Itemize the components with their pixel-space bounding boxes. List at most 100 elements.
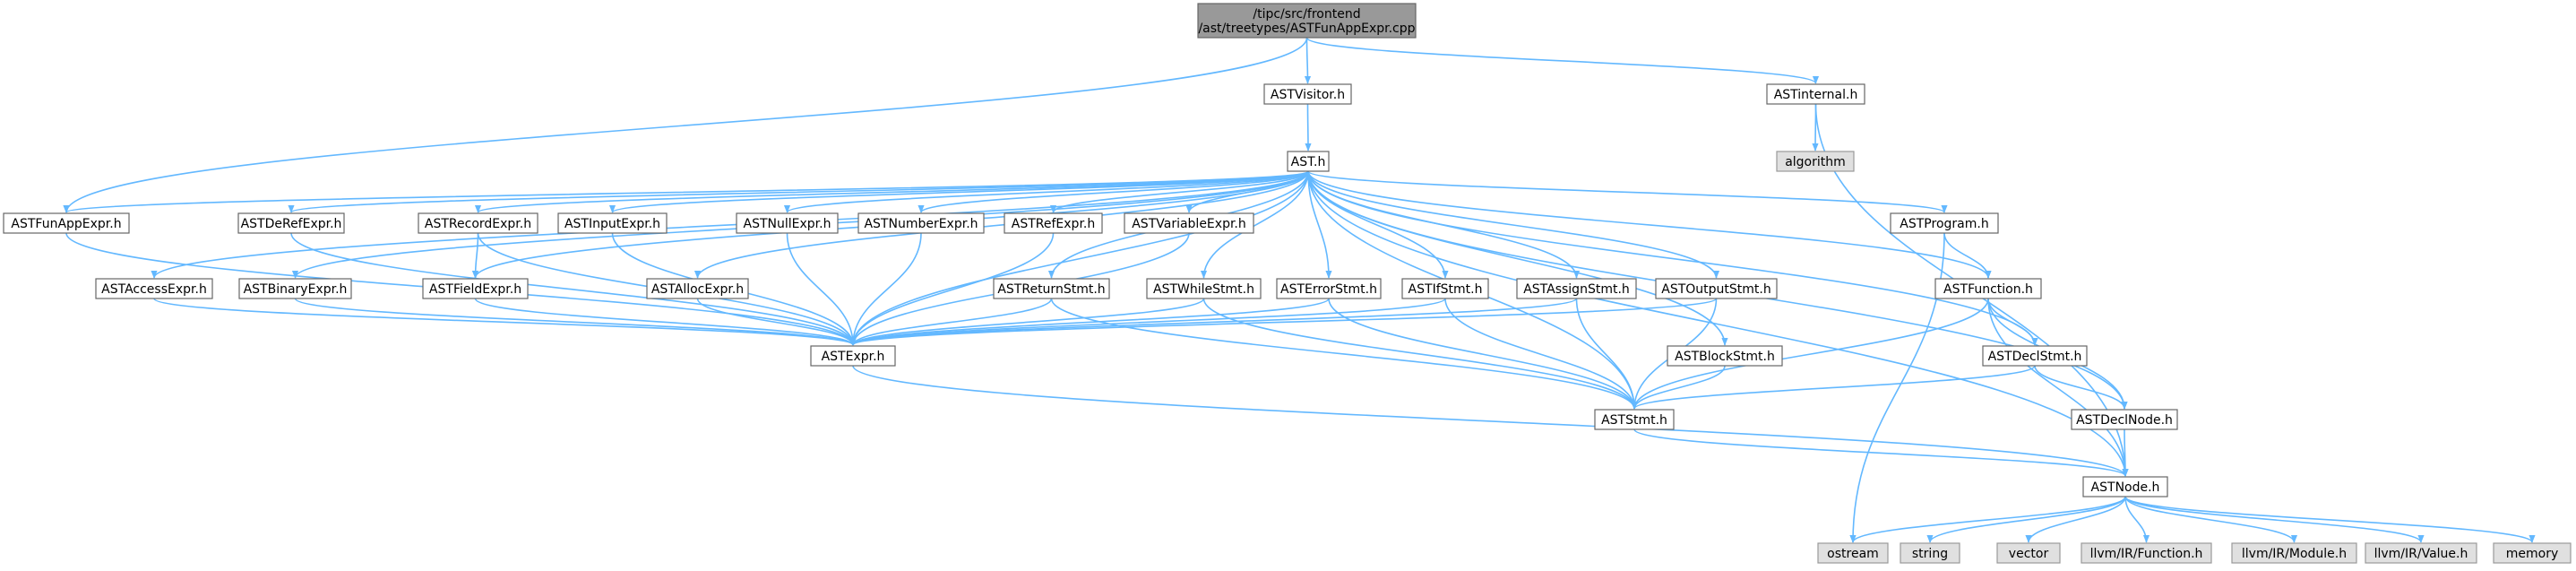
node-ast-return-stmt[interactable]: ASTReturnStmt.h <box>993 278 1110 299</box>
node-label: ASTNumberExpr.h <box>864 217 978 231</box>
node-ast-access-expr[interactable]: ASTAccessExpr.h <box>95 278 213 299</box>
node-box <box>3 212 130 234</box>
node-box <box>993 278 1110 299</box>
node-label: llvm/IR/Value.h <box>2374 547 2468 561</box>
node-ast-fun-app-expr[interactable]: ASTFunAppExpr.h <box>3 212 130 234</box>
node-ast-error-stmt[interactable]: ASTErrorStmt.h <box>1276 278 1382 299</box>
node-label: /tipc/src/frontend <box>1253 7 1360 22</box>
node-box <box>557 212 668 234</box>
node-ast-while-stmt[interactable]: ASTWhileStmt.h <box>1146 278 1262 299</box>
node-box <box>1655 278 1778 299</box>
node-box <box>2081 542 2212 564</box>
node-box <box>1287 151 1330 172</box>
edge-ast-to-ast-decl-stmt <box>1307 170 2038 346</box>
node-label: algorithm <box>1785 155 1846 169</box>
node-label: ASTFunAppExpr.h <box>11 217 121 231</box>
node-llvm-value: llvm/IR/Value.h <box>2365 542 2477 564</box>
node-box <box>422 278 529 299</box>
node-ast-ref-expr[interactable]: ASTRefExpr.h <box>1004 212 1103 234</box>
node-label: ASTinternal.h <box>1774 88 1858 102</box>
node-ast-block-stmt[interactable]: ASTBlockStmt.h <box>1667 345 1783 367</box>
node-ast-if-stmt[interactable]: ASTIfStmt.h <box>1401 278 1489 299</box>
edge-ast-field-expr-to-ast-expr <box>474 298 857 346</box>
edge-ast-node-to-string <box>1926 496 2126 543</box>
node-ast-output-stmt[interactable]: ASTOutputStmt.h <box>1655 278 1778 299</box>
node-ast-input-expr[interactable]: ASTInputExpr.h <box>557 212 668 234</box>
node-ast-null-expr[interactable]: ASTNullExpr.h <box>736 212 839 234</box>
edge-ast-number-expr-to-ast-expr <box>849 232 922 346</box>
node-label: AST.h <box>1291 155 1326 169</box>
node-ast-record-expr[interactable]: ASTRecordExpr.h <box>418 212 538 234</box>
node-box <box>2071 409 2178 430</box>
node-ast-alloc-expr[interactable]: ASTAllocExpr.h <box>646 278 749 299</box>
node-box <box>1667 345 1783 367</box>
node-box <box>1594 409 1675 430</box>
edge-ast-to-ast-de-ref-expr <box>288 170 1309 213</box>
node-ast-de-ref-expr[interactable]: ASTDeRefExpr.h <box>237 212 345 234</box>
edge-ast-to-ast-if-stmt <box>1307 170 1449 279</box>
node-ast-function[interactable]: ASTFunction.h <box>1934 278 2042 299</box>
node-label: ASTOutputStmt.h <box>1661 282 1770 297</box>
edge-ast-to-ast-function <box>1307 170 1992 279</box>
edge-ast-to-ast-program <box>1307 170 1948 213</box>
edge-ast-visitor-to-ast <box>1305 103 1312 151</box>
node-label: ostream <box>1827 547 1879 561</box>
node-ast-program[interactable]: ASTProgram.h <box>1890 212 1999 234</box>
node-as-tinternal[interactable]: ASTinternal.h <box>1766 83 1865 105</box>
edge-ast-block-stmt-to-ast-stmt <box>1631 365 1726 410</box>
edge-root-to-as-tinternal <box>1305 37 1819 84</box>
edge-ast-to-ast-error-stmt <box>1307 170 1332 279</box>
edge-ast-node-to-ostream <box>1849 496 2126 543</box>
edge-ast-to-ast-while-stmt <box>1200 170 1309 279</box>
node-box <box>1004 212 1103 234</box>
node-box <box>1263 83 1352 105</box>
edge-ast-to-ast-node <box>1307 170 2129 477</box>
node-label: ASTNode.h <box>2091 480 2160 495</box>
edge-ast-to-ast-alloc-expr <box>694 170 1309 279</box>
node-llvm-function: llvm/IR/Function.h <box>2081 542 2212 564</box>
node-ast-variable-expr[interactable]: ASTVariableExpr.h <box>1124 212 1254 234</box>
node-ast-stmt[interactable]: ASTStmt.h <box>1594 409 1675 430</box>
node-ast-assign-stmt[interactable]: ASTAssignStmt.h <box>1516 278 1637 299</box>
edge-ast-alloc-expr-to-ast-expr <box>696 298 857 346</box>
node-label: memory <box>2506 547 2559 561</box>
node-label: ASTBinaryExpr.h <box>244 282 348 297</box>
node-root[interactable]: /tipc/src/frontend/ast/treetypes/ASTFunA… <box>1197 3 1417 39</box>
node-ast-node[interactable]: ASTNode.h <box>2082 476 2168 497</box>
node-box <box>1766 83 1865 105</box>
node-ast-field-expr[interactable]: ASTFieldExpr.h <box>422 278 529 299</box>
node-box <box>238 278 352 299</box>
node-ast-expr[interactable]: ASTExpr.h <box>810 345 896 367</box>
node-vector: vector <box>1996 542 2061 564</box>
node-ast[interactable]: AST.h <box>1287 151 1330 172</box>
node-ast-decl-stmt[interactable]: ASTDeclStmt.h <box>1982 345 2088 367</box>
node-label: ASTExpr.h <box>822 350 885 364</box>
edge-root-to-ast-visitor <box>1304 37 1312 84</box>
node-ast-binary-expr[interactable]: ASTBinaryExpr.h <box>238 278 352 299</box>
node-box <box>2082 476 2168 497</box>
edge-ast-while-stmt-to-ast-expr <box>849 298 1205 346</box>
node-label: ASTAssignStmt.h <box>1523 282 1630 297</box>
node-box <box>810 345 896 367</box>
node-llvm-module: llvm/IR/Module.h <box>2231 542 2357 564</box>
node-box <box>1900 542 1960 564</box>
nodes-layer: /tipc/src/frontend/ast/treetypes/ASTFunA… <box>3 3 2572 564</box>
node-box <box>1982 345 2088 367</box>
node-label: vector <box>2009 547 2049 561</box>
node-ast-decl-node[interactable]: ASTDeclNode.h <box>2071 409 2178 430</box>
edge-ast-node-to-memory <box>2124 496 2536 543</box>
node-box <box>857 212 985 234</box>
edge-ast-assign-stmt-to-ast-stmt <box>1575 298 1638 410</box>
node-label: ASTErrorStmt.h <box>1280 282 1377 297</box>
node-box <box>2365 542 2477 564</box>
edge-ast-to-ast-fun-app-expr <box>63 170 1309 213</box>
node-label: ASTInputExpr.h <box>564 217 660 231</box>
edge-ast-to-ast-null-expr <box>784 170 1309 213</box>
node-ast-visitor[interactable]: ASTVisitor.h <box>1263 83 1352 105</box>
edge-ast-if-stmt-to-ast-expr <box>849 298 1446 346</box>
edge-ast-to-ast-input-expr <box>609 170 1309 213</box>
edge-ast-node-to-llvm-value <box>2124 496 2425 543</box>
node-ast-number-expr[interactable]: ASTNumberExpr.h <box>857 212 985 234</box>
edge-ast-binary-expr-to-ast-expr <box>294 298 857 346</box>
